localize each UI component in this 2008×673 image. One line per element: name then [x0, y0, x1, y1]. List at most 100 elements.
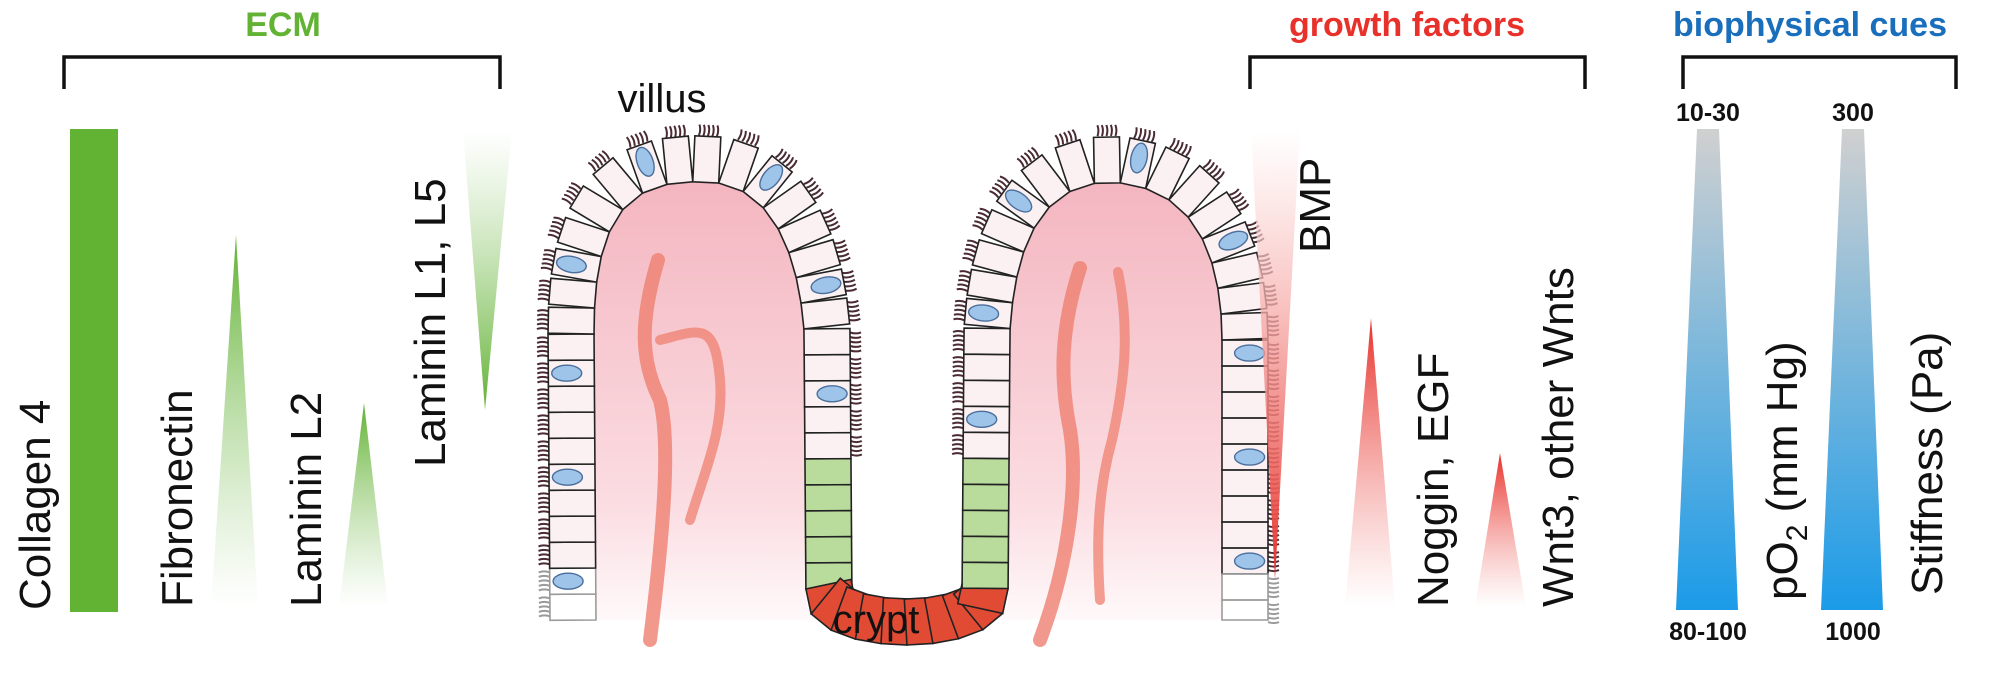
- epithelial-cell: [1020, 153, 1071, 209]
- epithelial-cell: [804, 457, 852, 486]
- epithelial-cell: [966, 268, 1018, 304]
- epithelial-cell: [804, 535, 853, 564]
- goblet-cell: [966, 410, 998, 429]
- goblet-cell: [967, 304, 1000, 322]
- epithelial-cell: [803, 353, 852, 382]
- ecm-group: ECM Collagen 4 Fibronectin Laminin L2 La…: [11, 6, 512, 612]
- goblet-cell: [810, 276, 842, 295]
- epithelial-cell: [548, 515, 597, 544]
- microvilli: [536, 309, 549, 331]
- microvilli: [849, 331, 862, 353]
- crypt-label: crypt: [833, 598, 920, 642]
- epithelial-cell: [1221, 365, 1269, 393]
- microvilli: [952, 356, 965, 378]
- microvilli: [953, 299, 967, 322]
- epithelial-cell: [803, 405, 852, 434]
- goblet-cell: [551, 468, 584, 486]
- epithelial-cell: [962, 353, 1011, 382]
- epithelial-cell: [962, 457, 1010, 486]
- villus-label: villus: [618, 77, 707, 121]
- epithelial-cell: [1144, 145, 1191, 201]
- microvilli: [537, 492, 550, 514]
- microvilli: [1267, 551, 1280, 573]
- goblet-cell: [1233, 344, 1266, 362]
- epithelial-cell: [548, 541, 597, 570]
- epithelial-cell: [971, 238, 1025, 279]
- epithelial-cell: [547, 306, 596, 335]
- capillary-right-branch: [1093, 267, 1130, 605]
- microvilli: [587, 150, 611, 172]
- microvilli: [803, 177, 824, 200]
- microvilli: [1247, 220, 1265, 244]
- lamina-propria: [594, 181, 1222, 645]
- epithelial-cell: [547, 277, 598, 309]
- microvilli: [952, 330, 965, 352]
- epithelial-cell: [803, 431, 852, 460]
- stiffness-label: Stiffness (Pa): [1903, 332, 1952, 595]
- microvilli: [1267, 603, 1280, 625]
- microvilli: [537, 466, 550, 488]
- microvilli: [1133, 127, 1156, 143]
- po2-label-subscript: 2: [1781, 525, 1814, 542]
- epithelial-cell: [961, 535, 1010, 564]
- microvilli: [956, 270, 971, 292]
- laminin-l1-l5-label: Laminin L1, L5: [406, 178, 455, 467]
- microvilli: [540, 249, 556, 271]
- epithelial-cell: [1221, 391, 1269, 419]
- stiffness-bottom-value: 1000: [1825, 618, 1881, 646]
- epithelial-cell: [661, 135, 694, 186]
- goblet-cell: [551, 364, 583, 382]
- epithelial-cell: [962, 431, 1011, 460]
- goblet-cell: [1218, 230, 1249, 251]
- capillary-left-branch: [655, 327, 726, 525]
- po2-label-main: pO: [1758, 541, 1807, 600]
- noggin-egf-label: Noggin, EGF: [1409, 353, 1458, 607]
- epithelial-cell: [787, 238, 842, 279]
- microvilli: [547, 216, 565, 240]
- microvilli: [842, 270, 858, 292]
- microvilli: [952, 382, 964, 404]
- microvilli: [850, 435, 863, 457]
- goblet-cell: [1004, 189, 1033, 213]
- microvilli: [951, 434, 964, 456]
- growth-factors-group: growth factors BMP Noggin, EGF Wnt3, oth…: [1248, 6, 1587, 607]
- wnt3-other-wnts-label: Wnt3, other Wnts: [1534, 267, 1583, 607]
- microvilli: [1096, 124, 1118, 137]
- laminin-l1-l5-wedge: [463, 130, 512, 410]
- microvilli: [561, 182, 582, 205]
- epithelial-cell: [961, 561, 1010, 590]
- epithelial-cell: [961, 509, 1010, 538]
- epithelial-cell: [547, 333, 596, 362]
- ecm-bracket: [62, 55, 502, 89]
- microvilli: [536, 362, 549, 384]
- po2-label: pO2 (mm Hg): [1758, 341, 1814, 600]
- epithelial-cell: [592, 156, 644, 211]
- epithelial-cell: [804, 483, 853, 512]
- epithelial-cell: [800, 297, 851, 330]
- microvilli: [850, 409, 863, 431]
- ecm-title: ECM: [245, 6, 321, 44]
- capillary-right: [1033, 261, 1087, 647]
- epithelial-cell-layer: [536, 124, 1280, 646]
- fibronectin-wedge: [211, 235, 258, 607]
- epithelial-cell: [804, 509, 853, 538]
- microvilli: [1267, 577, 1280, 599]
- epithelial-cell: [1221, 599, 1269, 621]
- epithelial-cell: [547, 385, 596, 414]
- microvilli: [537, 440, 550, 462]
- microvilli: [847, 299, 861, 322]
- goblet-cell: [759, 163, 784, 191]
- epithelial-cell: [777, 209, 832, 254]
- microvilli: [537, 518, 550, 540]
- microvilli: [775, 148, 798, 170]
- epithelial-cell: [556, 216, 611, 258]
- microvilli: [822, 208, 841, 231]
- goblet-cell: [635, 146, 655, 177]
- wnt3-wedge: [1475, 453, 1526, 607]
- epithelial-cell: [1221, 495, 1269, 523]
- fibronectin-label: Fibronectin: [153, 389, 202, 607]
- growth-factors-title: growth factors: [1289, 6, 1525, 44]
- microvilli: [1229, 188, 1250, 211]
